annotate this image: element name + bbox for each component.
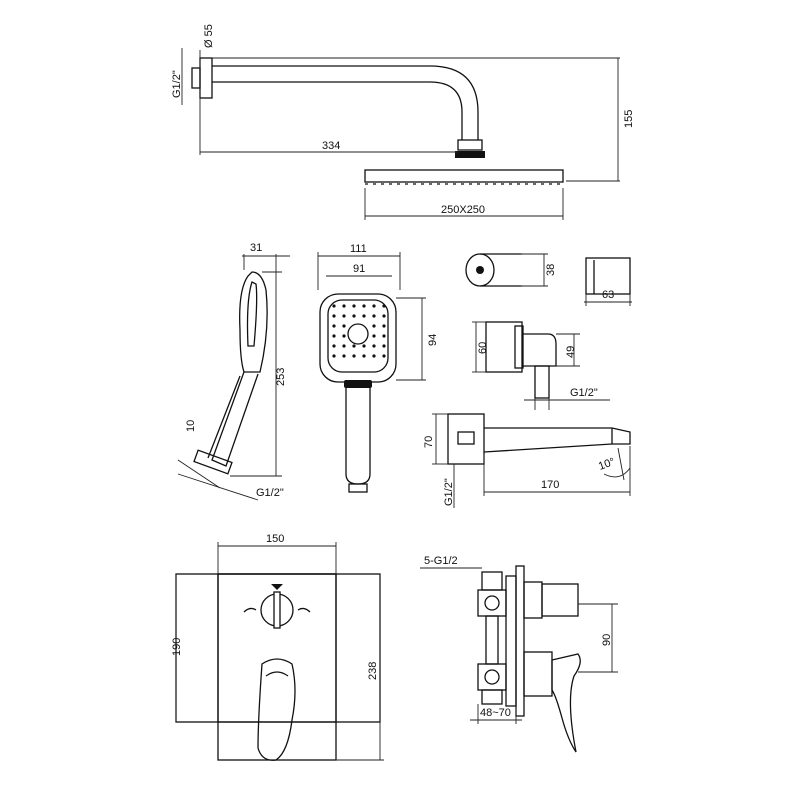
side-length-label: 253: [275, 368, 287, 386]
nozzle-dot: [382, 324, 386, 328]
arm-length-label: 334: [322, 140, 340, 152]
nozzle-dot: [382, 314, 386, 318]
spout-angle-label: 10°: [597, 456, 617, 473]
nozzle-dot: [382, 354, 386, 358]
arm-dia-label: Ø 55: [203, 24, 215, 48]
side-width-label: 31: [250, 242, 262, 254]
nozzle-dot: [332, 334, 336, 338]
nozzle-pattern: [332, 304, 386, 358]
plate-width-label: 150: [266, 533, 284, 545]
top-port: [481, 571, 503, 591]
nozzle-dot: [342, 334, 346, 338]
nozzle-dot: [332, 314, 336, 318]
outlet-depth-label: 49: [565, 346, 577, 358]
nozzle-dot: [342, 354, 346, 358]
mixer-handle: [257, 658, 296, 761]
nozzle-dot: [332, 354, 336, 358]
spout-length-label: 170: [541, 479, 559, 491]
cover-plate-group: 150 190 238: [171, 533, 384, 761]
front-outer-width-label: 111: [350, 243, 367, 255]
wall-plate: [515, 565, 525, 717]
spout-group: 70 170 10° G1/2": [423, 413, 631, 508]
spout-flange: [447, 413, 485, 465]
nozzle-dot: [332, 304, 336, 308]
handle-side: [551, 653, 581, 753]
wall-outlet-group: 60 49 G1/2": [472, 321, 610, 410]
wall-hook-group: 38 63: [465, 253, 632, 306]
nozzle-dot: [372, 334, 376, 338]
arm-thread: [191, 67, 201, 89]
nozzle-dot: [342, 344, 346, 348]
nozzle-dot: [372, 324, 376, 328]
wall-flange: [199, 57, 213, 99]
nozzle-dot: [372, 314, 376, 318]
nozzle-dot: [382, 344, 386, 348]
shower-arm-group: Ø 55 G1/2" 334 155 250X250: [171, 24, 635, 220]
nozzle-dot: [362, 304, 366, 308]
nozzle-dot: [352, 304, 356, 308]
nozzle-dot: [382, 334, 386, 338]
spout-thread-label: G1/2": [443, 478, 455, 506]
upper-port: [477, 589, 507, 617]
hose-label: 10: [185, 420, 197, 432]
hand-shower-side-connector: [193, 449, 233, 475]
arm-connector: [457, 139, 483, 151]
depth-label: 48~70: [480, 707, 511, 719]
hand-shower-front-connector: [348, 483, 368, 493]
hook-width-label: 63: [602, 289, 614, 301]
hand-shower-front-group: 111 91 94: [317, 243, 439, 493]
front-head-height-label: 94: [427, 334, 439, 346]
arm-pipe: [212, 65, 479, 140]
nozzle-dot: [352, 314, 356, 318]
nozzle-dot: [372, 344, 376, 348]
hook-height-label: 38: [545, 264, 557, 276]
arm-height-label: 155: [623, 110, 635, 128]
rain-head: [364, 169, 564, 183]
nozzle-dot: [362, 314, 366, 318]
nozzle-dot: [342, 304, 346, 308]
head-size-label: 250X250: [441, 204, 485, 216]
plate-height-label: 190: [171, 638, 183, 656]
ports-label: 5-G1/2: [424, 555, 458, 567]
outlet-flange: [485, 321, 523, 373]
nozzle-dot: [352, 344, 356, 348]
nozzle-dot: [382, 304, 386, 308]
hook-side: [585, 257, 631, 295]
nozzle-dot: [352, 354, 356, 358]
lower-port: [477, 663, 507, 691]
outlet-thread-label: G1/2": [570, 387, 598, 399]
nozzle-dot: [342, 314, 346, 318]
side-thread-label: G1/2": [256, 487, 284, 499]
front-inner-width-label: 91: [353, 263, 365, 275]
nozzle-dot: [372, 304, 376, 308]
diverter-side: [541, 583, 579, 617]
outlet-stem: [534, 365, 550, 399]
nozzle-dot: [342, 324, 346, 328]
spout-height-label: 70: [423, 436, 435, 448]
offset-label: 90: [601, 634, 613, 646]
nozzle-dot: [332, 324, 336, 328]
arm-thread-label: G1/2": [171, 70, 183, 98]
spout-body: [483, 427, 631, 453]
mixer-body-group: 5-G1/2 90 48~70: [420, 555, 618, 753]
hand-shower-side-group: 31 253 10 G1/2": [177, 242, 290, 501]
nozzle-dot: [362, 354, 366, 358]
nozzle-dot: [332, 344, 336, 348]
outlet-height-label: 60: [477, 342, 489, 354]
nozzle-dot: [362, 344, 366, 348]
center-nozzle: [347, 323, 369, 345]
nozzle-dot: [372, 354, 376, 358]
plate-total-height-label: 238: [367, 662, 379, 680]
hand-shower-side-head: [239, 271, 268, 373]
arm-nut: [455, 151, 485, 158]
